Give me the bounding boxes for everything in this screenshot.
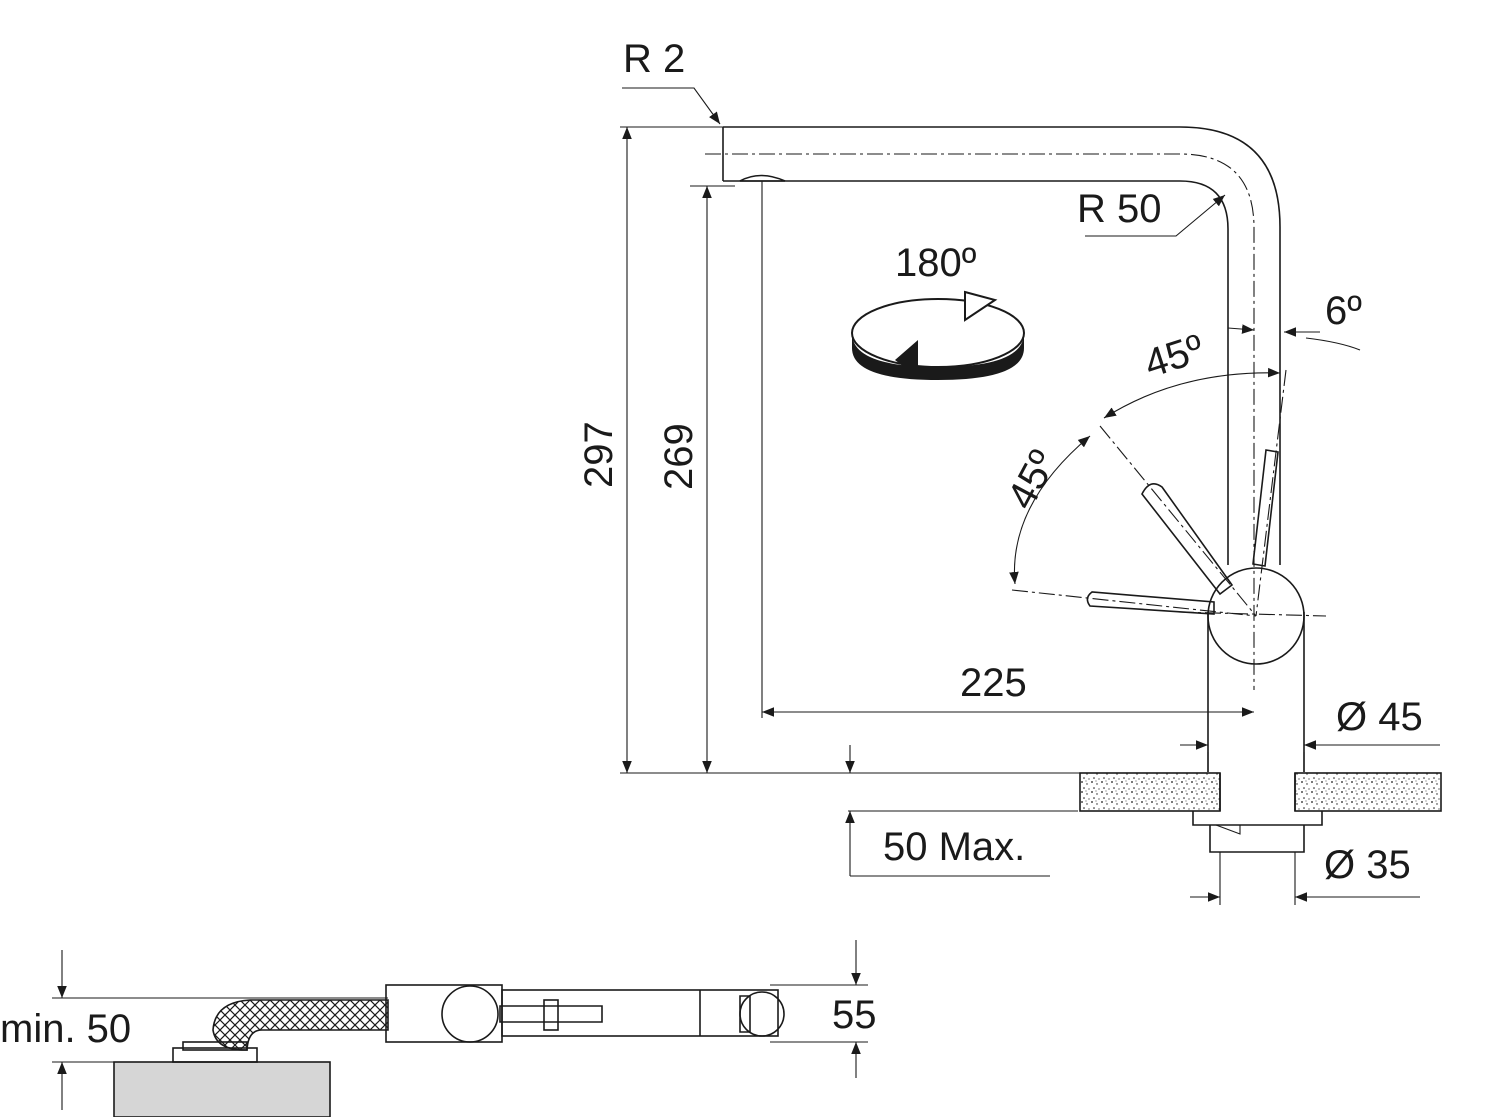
radius-tip-label: R 2 <box>623 37 685 81</box>
dimension-lines <box>620 87 1440 905</box>
hose-dimension-lines <box>52 940 868 1110</box>
hose-view <box>113 984 785 1117</box>
counter-thickness-label: 50 Max. <box>883 825 1025 869</box>
faucet-body <box>705 126 1327 772</box>
hub-circle <box>441 985 499 1043</box>
lever-height-label: 55 <box>832 993 877 1037</box>
lever-position-closed <box>1252 449 1279 567</box>
lever-angle-lower-label: 45º <box>999 443 1066 516</box>
radius-bend-label: R 50 <box>1077 187 1162 231</box>
body-diameter-label: Ø 45 <box>1336 695 1423 739</box>
spout-tilt-label: 6º <box>1325 289 1362 333</box>
rotation-arrow-icon <box>851 290 1025 380</box>
countertop <box>1079 772 1442 853</box>
outlet-height-label: 269 <box>657 423 701 490</box>
lever-hub <box>1207 567 1305 665</box>
lever-position-45 <box>1141 482 1234 596</box>
lever-position-90 <box>1086 591 1215 615</box>
hose-clearance-label: min. 50 <box>0 1007 131 1051</box>
total-height-label: 297 <box>577 421 621 488</box>
rotation-label: 180º <box>895 241 977 285</box>
reach-label: 225 <box>960 661 1027 705</box>
lever-angle-upper-label: 45º <box>1139 326 1209 386</box>
shank-diameter-label: Ø 35 <box>1324 843 1411 887</box>
